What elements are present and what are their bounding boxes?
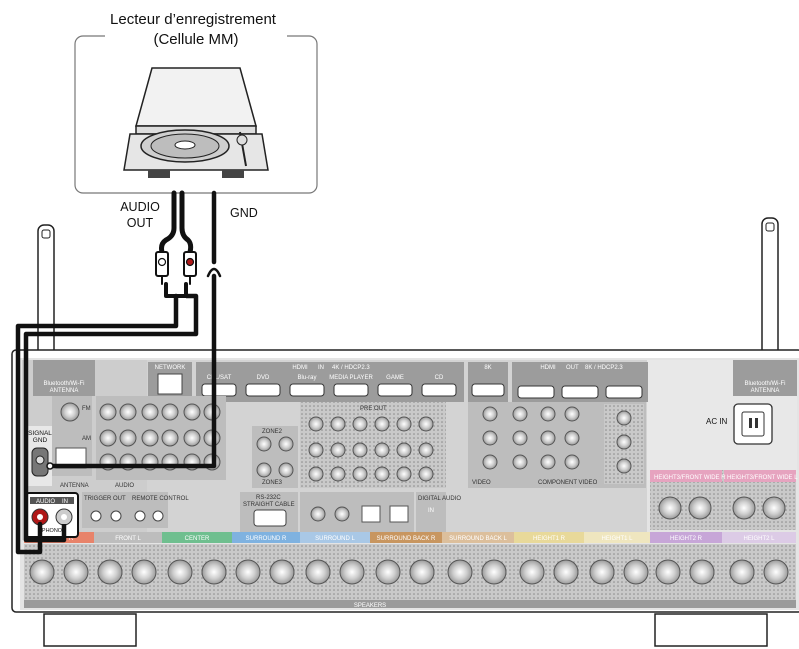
preout-label: PRE OUT	[360, 406, 387, 412]
ac-in-label: AC IN	[706, 417, 728, 426]
bt-antenna-left-label1: Bluetooth/Wi-Fi	[43, 381, 84, 387]
signal-gnd-label2: GND	[33, 437, 48, 444]
hdmi-out-block: HDMI OUT 8K / HDCP2.3	[512, 362, 648, 402]
speaker-label-height1-r: HEIGHT1 R	[533, 536, 566, 542]
phono-input: AUDIO IN PHONO	[26, 493, 78, 537]
bt-antenna-right-label1: Bluetooth/Wi-Fi	[744, 381, 785, 387]
speaker-label-surround-l: SURROUND L	[315, 536, 355, 542]
speaker-label-height1-l: HEIGHT1 L	[601, 536, 633, 542]
hdmi-8k-label: 8K	[484, 365, 491, 371]
signal-gnd-terminal: SIGNAL GND	[28, 426, 52, 486]
height3-panel: HEIGHT3/FRONT WIDE R HEIGHT3/FRONT WIDE …	[650, 470, 798, 530]
left-antenna	[38, 225, 54, 365]
hdmi-4k-label: 4K / HDCP2.3	[332, 365, 370, 371]
speaker-label-surround-back-l: SURROUND BACK L	[449, 536, 507, 542]
bt-antenna-right-connector: Bluetooth/Wi-Fi ANTENNA	[733, 360, 797, 396]
rs232c-sub: STRAIGHT CABLE	[243, 502, 295, 508]
phono-label: PHONO	[42, 528, 63, 534]
speaker-terminals	[24, 544, 796, 600]
preout-grid: PRE OUT	[300, 402, 446, 488]
speaker-label-height2-l: HEIGHT2 L	[743, 536, 775, 542]
hdmi-input-dvd: DVD	[257, 375, 270, 381]
speakers-label: SPEAKERS	[354, 603, 386, 609]
rs232c-and-digital: RS-232C STRAIGHT CABLE DIGITAL AUDIO IN	[240, 492, 461, 532]
digital-audio-label: DIGITAL AUDIO	[418, 496, 461, 502]
zone-outputs: ZONE2 ZONE3	[252, 426, 298, 488]
video-label: VIDEO	[472, 480, 491, 486]
hdmi-in-block: HDMI IN 4K / HDCP2.3 CBL/SAT DVD Blu-ray…	[196, 362, 464, 402]
bt-antenna-right-label2: ANTENNA	[751, 388, 780, 394]
am-label: AM	[82, 436, 91, 442]
speaker-label-center: CENTER	[185, 536, 210, 542]
gnd-label: GND	[230, 206, 258, 220]
speaker-label-surround-r: SURROUND R	[246, 536, 287, 542]
network-label: NETWORK	[155, 365, 186, 371]
bt-antenna-left-connector: Bluetooth/Wi-Fi ANTENNA	[33, 360, 95, 396]
audio-out-label-line1: AUDIO	[120, 200, 160, 214]
audio-in-label: AUDIO	[36, 499, 55, 505]
zone3-label: ZONE3	[262, 480, 283, 486]
hdmi-out-label: HDMI	[540, 365, 556, 371]
turntable-title-line2: (Cellule MM)	[153, 31, 238, 48]
hdmi-input-media-player: MEDIA PLAYER	[329, 375, 373, 381]
speaker-label-strip: FRONT R FRONT L CENTER SURROUND R SURROU…	[24, 532, 796, 543]
zone2-label: ZONE2	[262, 429, 283, 435]
speaker-label-surround-back-r: SURROUND BACK R	[377, 536, 436, 542]
remote-control-label: REMOTE CONTROL	[132, 496, 189, 502]
hdmi-input-game: GAME	[386, 375, 404, 381]
in-label: IN	[62, 499, 68, 505]
turntable-title-line1: Lecteur d’enregistrement	[110, 11, 277, 28]
speaker-label-height2-r: HEIGHT2 R	[670, 536, 703, 542]
antenna-panel: FM AM ANTENNA	[52, 396, 92, 489]
height3-l-label: HEIGHT3/FRONT WIDE L	[727, 475, 798, 481]
speaker-label-front-l: FRONT L	[115, 536, 141, 542]
component-video-label: COMPONENT VIDEO	[538, 480, 598, 486]
hdmi-input-bluray: Blu-ray	[297, 375, 316, 381]
fm-label: FM	[82, 406, 91, 412]
hdmi-in-tag: IN	[318, 365, 324, 371]
height3-r-label: HEIGHT3/FRONT WIDE R	[654, 475, 726, 481]
hdmi-out-tag: OUT	[566, 365, 579, 371]
bt-antenna-left-label2: ANTENNA	[50, 388, 79, 394]
rs232c-label: RS-232C	[256, 495, 281, 501]
antenna-label: ANTENNA	[60, 483, 89, 489]
audio-label: AUDIO	[115, 483, 134, 489]
hdmi-input-cbl-sat: CBL/SAT	[207, 375, 232, 381]
trigger-out-label: TRIGGER OUT	[84, 496, 126, 502]
video-inputs: VIDEO COMPONENT VIDEO	[468, 402, 646, 488]
hdmi-in-label: HDMI	[292, 365, 308, 371]
audio-out-label-line2: OUT	[127, 216, 154, 230]
signal-gnd-label1: SIGNAL	[28, 430, 52, 437]
hdmi-input-cd: CD	[435, 375, 444, 381]
audio-inputs-grid: AUDIO	[96, 396, 226, 489]
hdmi-out-spec: 8K / HDCP2.3	[585, 365, 623, 371]
hdmi-8k-in: 8K	[468, 362, 508, 402]
digital-audio-tag: IN	[428, 508, 434, 514]
right-antenna	[762, 218, 778, 364]
